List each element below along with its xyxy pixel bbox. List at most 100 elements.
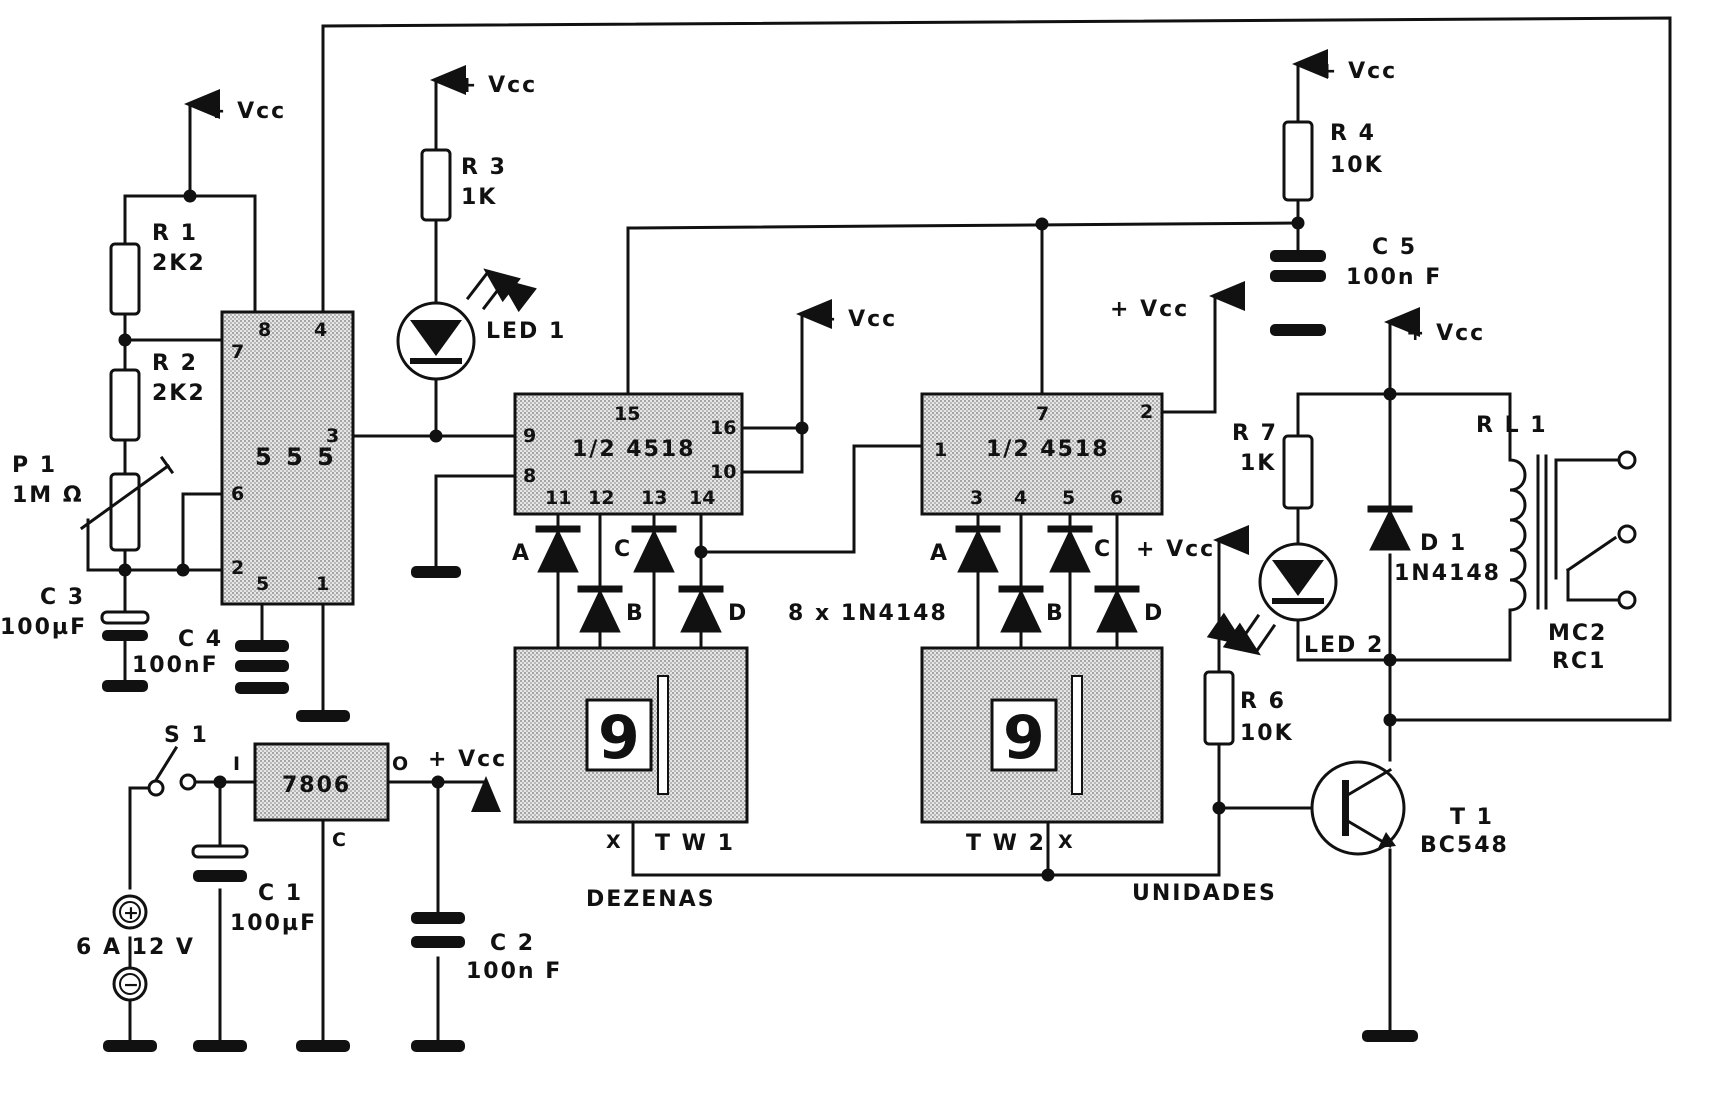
svg-text:5: 5 — [1062, 487, 1075, 509]
diode-d-units — [1094, 585, 1140, 633]
ic-4518-b-label: 1/2 4518 — [986, 437, 1110, 462]
resistor-r3 — [420, 148, 452, 222]
battery-terminals: + − — [112, 894, 148, 1002]
svg-text:14: 14 — [689, 487, 715, 509]
svg-text:100n F: 100n F — [466, 959, 562, 984]
svg-text:A: A — [930, 541, 949, 566]
svg-text:+ Vcc: + Vcc — [818, 307, 897, 332]
svg-text:6: 6 — [231, 483, 244, 505]
relay-rl1 — [1508, 450, 1637, 612]
svg-text:1N4148: 1N4148 — [1394, 561, 1501, 586]
svg-text:BC548: BC548 — [1420, 833, 1509, 858]
svg-text:10K: 10K — [1330, 153, 1384, 178]
ground-symbols — [102, 324, 1418, 1052]
svg-text:3: 3 — [326, 425, 339, 447]
svg-text:9: 9 — [523, 425, 536, 447]
diode-c-units — [1047, 525, 1093, 573]
ic-4518-b: 1/2 4518 7 1 2 3 4 5 6 — [920, 392, 1164, 516]
svg-text:I: I — [233, 753, 240, 775]
vcc-arrows — [184, 49, 1420, 812]
unidades-label: UNIDADES — [1132, 881, 1277, 906]
svg-text:7: 7 — [231, 341, 244, 363]
resistor-r7 — [1282, 434, 1314, 510]
svg-text:1K: 1K — [461, 185, 497, 210]
resistors — [79, 120, 1314, 746]
svg-text:C 4: C 4 — [178, 627, 223, 652]
svg-text:B: B — [1046, 601, 1065, 626]
thumbwheel-tw2: 9 T W 2 X — [920, 646, 1164, 856]
svg-text:2: 2 — [1140, 401, 1153, 423]
svg-text:2: 2 — [231, 557, 244, 579]
svg-text:C 1: C 1 — [258, 881, 303, 906]
svg-text:+ Vcc: + Vcc — [207, 99, 286, 124]
svg-text:+ Vcc: + Vcc — [458, 73, 537, 98]
svg-text:LED 1: LED 1 — [486, 319, 566, 344]
svg-text:X: X — [606, 831, 621, 853]
led-1 — [396, 268, 537, 381]
svg-text:R 6: R 6 — [1240, 689, 1286, 714]
junctions — [118, 189, 1397, 882]
svg-text:D: D — [1144, 601, 1164, 626]
svg-text:LED 2: LED 2 — [1304, 633, 1384, 658]
svg-text:7: 7 — [1036, 403, 1049, 425]
svg-text:15: 15 — [614, 403, 640, 425]
svg-text:1: 1 — [316, 573, 329, 595]
svg-text:C: C — [1094, 537, 1112, 562]
svg-text:D: D — [728, 601, 748, 626]
svg-text:R 2: R 2 — [152, 351, 198, 376]
ic-4518-a-label: 1/2 4518 — [572, 437, 696, 462]
component-labels: + Vcc + Vcc + Vcc + Vcc + Vcc + Vcc + Vc… — [0, 59, 1606, 984]
svg-text:8 x 1N4148: 8 x 1N4148 — [788, 601, 948, 626]
svg-text:5: 5 — [256, 573, 269, 595]
svg-text:1: 1 — [934, 439, 947, 461]
regulator-label: 7806 — [282, 773, 351, 798]
svg-text:S 1: S 1 — [164, 723, 209, 748]
svg-text:1M Ω: 1M Ω — [12, 483, 84, 508]
svg-text:R 7: R 7 — [1232, 421, 1278, 446]
diode-a-tens — [535, 525, 581, 573]
transistor-t1 — [1310, 760, 1406, 856]
diode-d1 — [1367, 505, 1413, 551]
svg-text:R 3: R 3 — [461, 155, 507, 180]
regulator-7806: 7806 I O C — [233, 742, 408, 851]
svg-text:A: A — [512, 541, 531, 566]
svg-text:4: 4 — [1014, 487, 1027, 509]
dezenas-label: DEZENAS — [586, 887, 716, 912]
tw2-digit: 9 — [1003, 703, 1045, 773]
svg-text:+ Vcc: + Vcc — [1318, 59, 1397, 84]
resistor-r4 — [1282, 120, 1314, 202]
resistor-r6 — [1203, 670, 1235, 746]
svg-text:4: 4 — [314, 319, 327, 341]
svg-text:C: C — [332, 829, 346, 851]
svg-text:13: 13 — [641, 487, 667, 509]
ic-4518-a: 1/2 4518 15 9 8 16 10 11 12 13 14 — [513, 392, 744, 516]
svg-text:11: 11 — [545, 487, 571, 509]
resistor-r2 — [109, 368, 141, 442]
thumbwheel-tw1: 9 X T W 1 — [513, 646, 749, 856]
svg-text:T 1: T 1 — [1450, 805, 1494, 830]
svg-text:C 5: C 5 — [1372, 235, 1417, 260]
svg-text:RC1: RC1 — [1552, 649, 1606, 674]
svg-text:O: O — [392, 753, 408, 775]
svg-text:10: 10 — [710, 461, 736, 483]
svg-text:6: 6 — [1110, 487, 1123, 509]
capacitors — [100, 250, 1326, 948]
diode-c-tens — [631, 525, 677, 573]
tw1-label: T W 1 — [655, 831, 735, 856]
svg-text:100µF: 100µF — [230, 911, 317, 936]
svg-text:R 1: R 1 — [152, 221, 198, 246]
svg-text:C: C — [614, 537, 632, 562]
diodes — [535, 505, 1413, 633]
svg-text:R L 1: R L 1 — [1476, 413, 1548, 438]
plus-terminal: + — [123, 902, 139, 924]
switch-s1 — [147, 745, 197, 797]
potentiometer-p1 — [109, 472, 141, 552]
diode-b-units — [998, 585, 1044, 633]
svg-text:+ Vcc: + Vcc — [428, 747, 507, 772]
tw2-label: T W 2 — [966, 831, 1046, 856]
tw1-digit: 9 — [598, 703, 640, 773]
svg-text:6 A 12 V: 6 A 12 V — [76, 935, 195, 960]
svg-text:100µF: 100µF — [0, 615, 87, 640]
led-2 — [1206, 542, 1338, 656]
svg-text:C 2: C 2 — [490, 931, 535, 956]
